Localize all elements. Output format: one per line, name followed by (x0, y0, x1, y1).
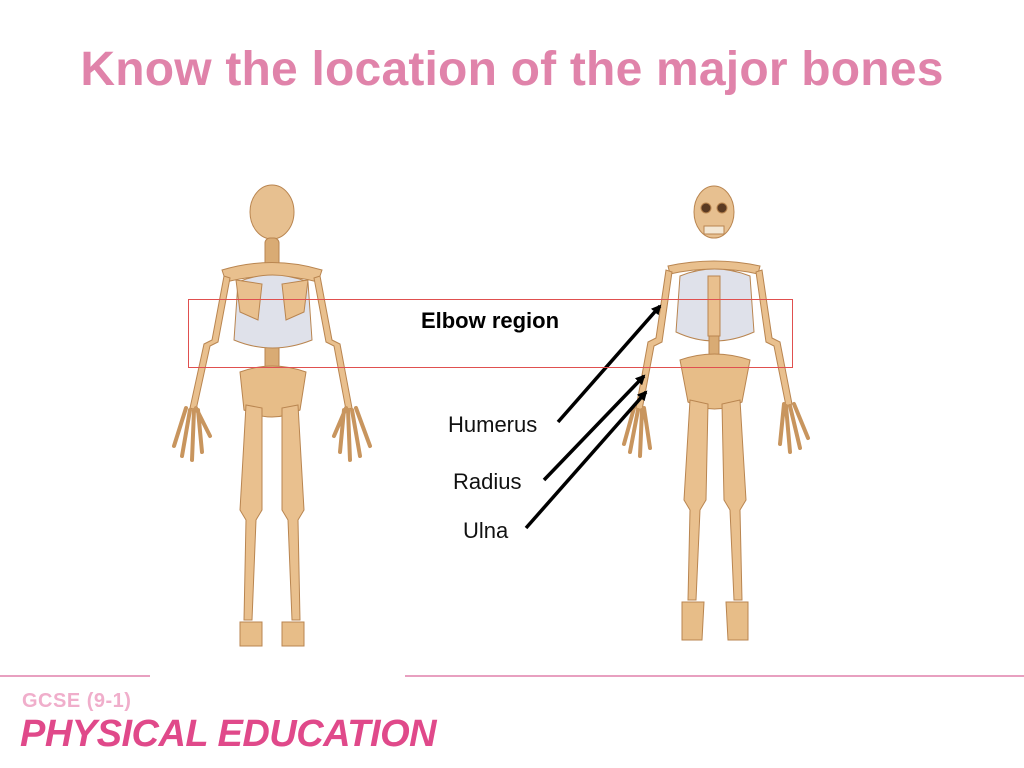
skull-front (693, 185, 735, 239)
skeleton-back-view (172, 184, 372, 647)
footer-course-sub: GCSE (9-1) (22, 690, 132, 712)
scapulas-back (235, 279, 309, 321)
ulna-arrow (524, 390, 648, 530)
footer-divider-right (405, 675, 1024, 677)
right-hand-back (332, 406, 372, 462)
feet-front (681, 601, 749, 641)
humerus-label: Humerus (448, 412, 538, 437)
left-hand-back (172, 406, 212, 462)
left-leg-back (239, 404, 263, 621)
radius-arrow (542, 374, 646, 482)
right-leg-front (721, 399, 747, 601)
right-leg-back (281, 404, 305, 621)
slide-title: Know the location of the major bones (80, 43, 944, 96)
left-hand-front (622, 406, 652, 458)
left-leg-front (683, 399, 709, 601)
humerus-arrow (556, 304, 662, 424)
elbow-region-box (188, 299, 793, 368)
radius-label: Radius (453, 469, 522, 494)
skeleton-front-view (622, 185, 810, 641)
elbow-region-label: Elbow region (420, 308, 560, 333)
feet-back (239, 621, 305, 647)
skull-back (249, 184, 295, 240)
footer-divider-left (0, 675, 150, 677)
ulna-label: Ulna (463, 518, 509, 543)
footer-course-title: PHYSICAL EDUCATION (20, 713, 437, 755)
right-hand-front (778, 402, 810, 454)
